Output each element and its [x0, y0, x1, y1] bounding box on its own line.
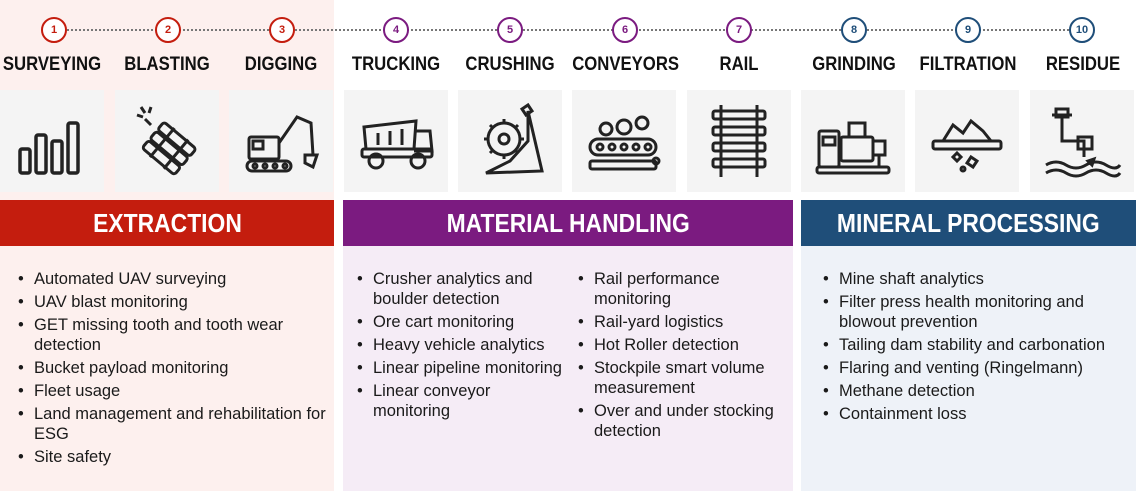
conveyors-icon-box — [572, 90, 676, 192]
dump-truck-icon — [360, 119, 434, 170]
step-circle-7: 7 — [726, 17, 752, 43]
step-circle-4: 4 — [383, 17, 409, 43]
list-item: Rail performance monitoring — [576, 269, 786, 309]
list-item: Site safety — [16, 447, 328, 467]
material-handling-list-left: Crusher analytics and boulder detection … — [355, 269, 565, 424]
crushing-icon-box — [458, 90, 562, 192]
step-label-trucking: TRUCKING — [351, 54, 441, 75]
step-label-digging: DIGGING — [244, 54, 318, 75]
rail-track-icon — [711, 105, 767, 177]
list-item: Stockpile smart volume measurement — [576, 358, 786, 398]
extraction-title: EXTRACTION — [92, 207, 242, 238]
residue-icon-box — [1030, 90, 1134, 192]
list-item: UAV blast monitoring — [16, 292, 328, 312]
digging-icon-box — [229, 90, 333, 192]
step-circle-6: 6 — [612, 17, 638, 43]
step-circle-2: 2 — [155, 17, 181, 43]
mineral-processing-list: Mine shaft analytics Filter press health… — [821, 269, 1131, 427]
material-handling-list-right: Rail performance monitoring Rail-yard lo… — [576, 269, 786, 444]
grinding-machine-icon — [815, 121, 891, 175]
crusher-icon — [484, 102, 544, 175]
list-item: Methane detection — [821, 381, 1131, 401]
list-item: Linear pipeline monitoring — [355, 358, 565, 378]
step-label-crushing: CRUSHING — [465, 54, 555, 75]
step-label-filtration: FILTRATION — [919, 54, 1017, 75]
list-item: Heavy vehicle analytics — [355, 335, 565, 355]
step-label-rail: RAIL — [719, 54, 759, 75]
filtration-icon-box — [915, 90, 1019, 192]
step-label-surveying: SURVEYING — [2, 54, 102, 75]
filter-icon — [931, 118, 1003, 173]
rail-icon-box — [687, 90, 791, 192]
bar-chart-icon — [18, 121, 80, 175]
list-item: Filter press health monitoring and blowo… — [821, 292, 1131, 332]
list-item: Rail-yard logistics — [576, 312, 786, 332]
mineral-processing-title: MINERAL PROCESSING — [837, 207, 1100, 238]
mineral-processing-banner: MINERAL PROCESSING — [801, 200, 1136, 246]
list-item: Land management and rehabilitation for E… — [16, 404, 328, 444]
step-label-blasting: BLASTING — [124, 54, 210, 75]
list-item: Crusher analytics and boulder detection — [355, 269, 565, 309]
list-item: Tailing dam stability and carbonation — [821, 335, 1131, 355]
dynamite-icon — [136, 106, 197, 176]
surveying-icon-box — [0, 90, 104, 192]
extraction-list: Automated UAV surveying UAV blast monito… — [16, 269, 328, 470]
list-item: Linear conveyor monitoring — [355, 381, 565, 421]
step-circle-10: 10 — [1069, 17, 1095, 43]
blasting-icon-box — [115, 90, 219, 192]
list-item: Hot Roller detection — [576, 335, 786, 355]
step-label-conveyors: CONVEYORS — [572, 54, 680, 75]
trucking-icon-box — [344, 90, 448, 192]
list-item: GET missing tooth and tooth wear detecti… — [16, 315, 328, 355]
conveyor-icon — [588, 115, 661, 171]
list-item: Fleet usage — [16, 381, 328, 401]
list-item: Over and under stocking detection — [576, 401, 786, 441]
list-item: Flaring and venting (Ringelmann) — [821, 358, 1131, 378]
material-handling-banner: MATERIAL HANDLING — [343, 200, 793, 246]
list-item: Containment loss — [821, 404, 1131, 424]
timeline-dotted-line — [56, 29, 1084, 31]
step-label-residue: RESIDUE — [1045, 54, 1121, 75]
step-circle-1: 1 — [41, 17, 67, 43]
material-handling-title: MATERIAL HANDLING — [446, 207, 690, 238]
list-item: Automated UAV surveying — [16, 269, 328, 289]
step-circle-8: 8 — [841, 17, 867, 43]
step-circle-9: 9 — [955, 17, 981, 43]
list-item: Bucket payload monitoring — [16, 358, 328, 378]
grinding-icon-box — [801, 90, 905, 192]
step-circle-3: 3 — [269, 17, 295, 43]
step-circle-5: 5 — [497, 17, 523, 43]
extraction-banner: EXTRACTION — [0, 200, 334, 246]
excavator-icon — [245, 115, 320, 173]
pipe-residue-icon — [1045, 107, 1122, 178]
list-item: Ore cart monitoring — [355, 312, 565, 332]
step-label-grinding: GRINDING — [812, 54, 896, 75]
list-item: Mine shaft analytics — [821, 269, 1131, 289]
